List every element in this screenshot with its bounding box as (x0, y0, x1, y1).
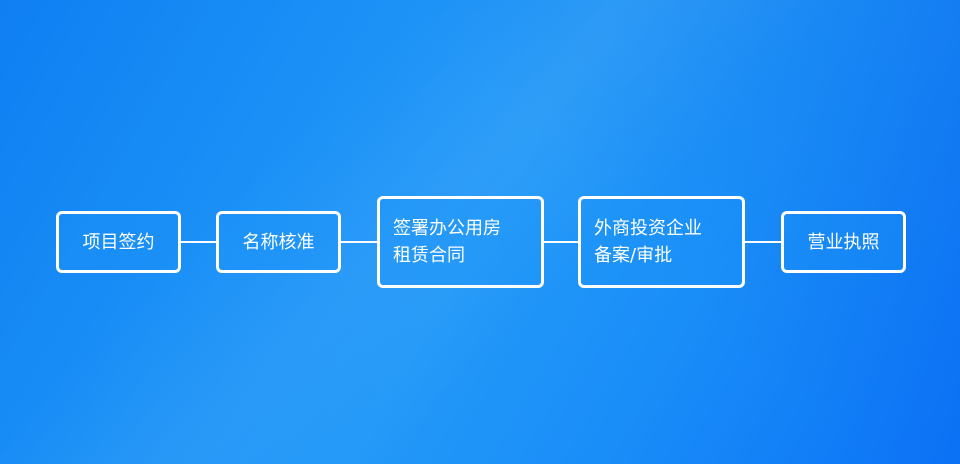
connector (340, 241, 378, 243)
connector (180, 241, 217, 243)
step-label: 外商投资企业 (594, 218, 702, 239)
step-business-license: 营业执照 (781, 211, 906, 273)
step-label: 租赁合同 (393, 245, 465, 266)
step-office-lease: 签署办公用房 租赁合同 (377, 196, 544, 288)
connector (744, 241, 782, 243)
step-foreign-investment-filing: 外商投资企业 备案/审批 (578, 196, 745, 288)
step-label: 营业执照 (807, 231, 880, 253)
step-project-signing: 项目签约 (56, 211, 181, 273)
step-label: 名称核准 (242, 231, 315, 253)
step-label: 备案/审批 (594, 245, 673, 266)
step-name-approval: 名称核准 (216, 211, 341, 273)
step-label: 项目签约 (82, 231, 155, 253)
connector (543, 241, 579, 243)
step-label: 签署办公用房 (393, 218, 501, 239)
